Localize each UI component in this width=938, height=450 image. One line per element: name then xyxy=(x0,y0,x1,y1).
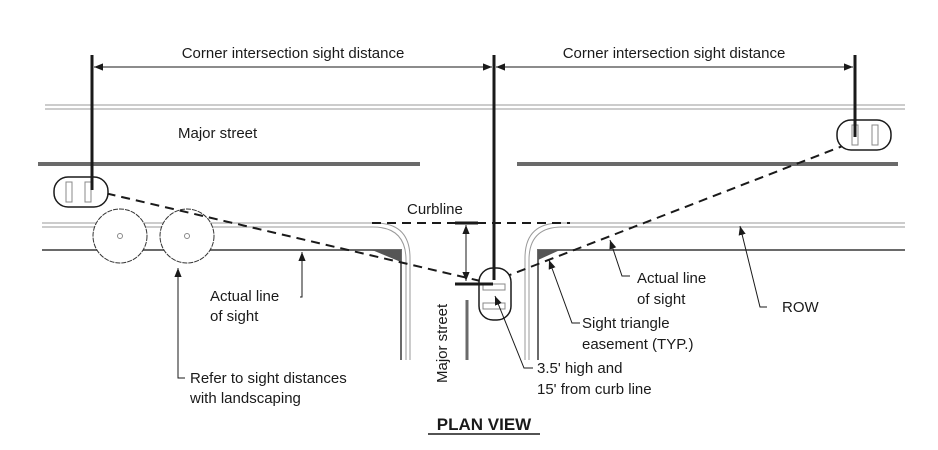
row-line-left xyxy=(42,249,402,360)
leader-sight-triangle xyxy=(548,259,580,324)
sight-line-right xyxy=(488,136,867,284)
major-street-vertical-label: Major street xyxy=(434,303,451,383)
leader-row xyxy=(738,225,767,308)
vehicle-center-icon xyxy=(478,267,512,321)
north-road-edge xyxy=(45,104,905,110)
leader-driver-eye xyxy=(494,295,533,369)
leader-actual-line-left xyxy=(298,252,306,298)
actual-line-left-1: Actual line xyxy=(210,288,279,305)
dimension-label-left: Corner intersection sight distance xyxy=(182,45,405,62)
sight-triangle-left xyxy=(372,250,401,262)
vehicle-right-icon xyxy=(836,119,892,151)
vehicle-left-icon xyxy=(53,176,109,208)
landscaping-note-2: with landscaping xyxy=(189,390,301,407)
tree-2 xyxy=(159,208,215,264)
curbline-label: Curbline xyxy=(407,201,463,218)
actual-line-left-2: of sight xyxy=(210,308,259,325)
leader-actual-line-right xyxy=(609,239,630,277)
sight-triangle-right xyxy=(538,250,560,260)
sight-triangle-1: Sight triangle xyxy=(582,315,670,332)
row-label: ROW xyxy=(782,299,820,316)
major-street-label: Major street xyxy=(178,125,258,142)
sight-triangle-2: easement (TYP.) xyxy=(582,336,693,353)
sight-line-left xyxy=(91,189,490,284)
tree-1 xyxy=(92,208,148,264)
leader-landscaping xyxy=(174,268,185,379)
driver-eye-2: 15' from curb line xyxy=(537,381,652,398)
plan-view-title: PLAN VIEW xyxy=(437,415,532,434)
actual-line-right-1: Actual line xyxy=(637,270,706,287)
dimension-label-right: Corner intersection sight distance xyxy=(563,45,786,62)
actual-line-right-2: of sight xyxy=(637,291,686,308)
driver-eye-1: 3.5' high and xyxy=(537,360,622,377)
landscaping-note-1: Refer to sight distances xyxy=(190,370,347,387)
